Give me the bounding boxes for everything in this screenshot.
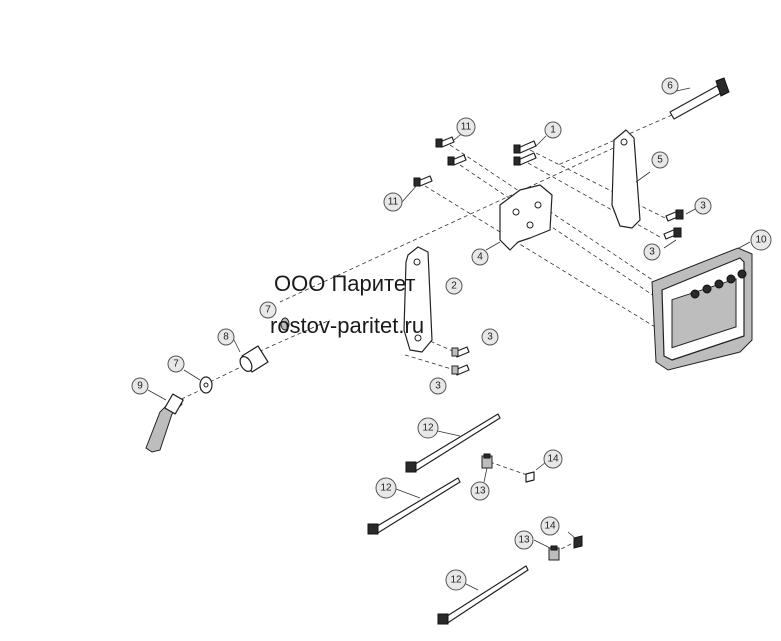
part-10-display — [651, 247, 753, 371]
callout-leaders — [147, 87, 751, 591]
part-5-bracket-plate — [611, 129, 641, 229]
callout-11-top-label: 11 — [461, 122, 472, 133]
callout-12-b: 12 — [375, 477, 397, 499]
part-8-sleeve — [239, 345, 269, 373]
callout-10: 10 — [750, 229, 772, 251]
callout-1-label: 1 — [550, 125, 556, 136]
callout-13-b-label: 13 — [518, 535, 530, 546]
callout-3-b: 3 — [643, 243, 661, 261]
callout-1: 1 — [544, 121, 562, 139]
callout-13-a: 13 — [470, 481, 490, 501]
part-4-main-bracket — [499, 184, 553, 251]
callout-4: 4 — [471, 248, 489, 266]
callout-12-a-label: 12 — [422, 423, 434, 434]
callout-12-c-label: 12 — [450, 575, 462, 586]
part-12-cable-ties — [367, 413, 529, 625]
callout-5-label: 5 — [657, 155, 663, 166]
callout-3-d: 3 — [429, 377, 447, 395]
callout-7-lower-label: 7 — [173, 359, 179, 370]
callout-3-a: 3 — [694, 197, 712, 215]
callout-11-left-label: 11 — [388, 197, 399, 208]
callout-9: 9 — [131, 377, 149, 395]
callout-8: 8 — [217, 328, 235, 346]
part-2-vertical-bracket — [403, 246, 433, 353]
callout-14-a-label: 14 — [547, 454, 559, 465]
callout-11-left: 11 — [383, 192, 403, 212]
callout-12-b-label: 12 — [380, 483, 392, 494]
callout-2: 2 — [445, 277, 463, 295]
callout-5: 5 — [651, 151, 669, 169]
part-9-lever — [145, 393, 184, 453]
callout-10-label: 10 — [755, 235, 767, 246]
watermark-site: rostov-paritet.ru — [270, 313, 425, 338]
callout-14-b: 14 — [540, 516, 560, 536]
part-14-screws — [525, 471, 583, 549]
callout-11-top: 11 — [456, 117, 476, 137]
callout-2-label: 2 — [451, 281, 457, 292]
callout-3-c: 3 — [481, 328, 499, 346]
callout-6-label: 6 — [667, 81, 673, 92]
callout-3-a-label: 3 — [700, 201, 706, 212]
callout-7-upper: 7 — [259, 301, 277, 319]
callout-7-upper-label: 7 — [265, 305, 271, 316]
callout-8-label: 8 — [223, 332, 229, 343]
callout-13-b: 13 — [514, 530, 534, 550]
callout-13-a-label: 13 — [474, 486, 486, 497]
callout-3-b-label: 3 — [649, 247, 655, 258]
small-bolts — [413, 136, 684, 376]
callout-7-lower: 7 — [167, 355, 185, 373]
callout-14-b-label: 14 — [544, 521, 556, 532]
watermark-company: ООО Паритет — [274, 271, 416, 296]
callout-3-c-label: 3 — [487, 332, 493, 343]
part-6-bolt — [669, 77, 730, 120]
callout-12-a: 12 — [417, 417, 439, 439]
callout-14-a: 14 — [543, 449, 563, 469]
callout-4-label: 4 — [477, 252, 483, 263]
callout-6: 6 — [661, 77, 679, 95]
callout-9-label: 9 — [137, 381, 143, 392]
part-7-washers — [199, 317, 290, 394]
callout-3-d-label: 3 — [435, 381, 441, 392]
callout-12-c: 12 — [445, 569, 467, 591]
